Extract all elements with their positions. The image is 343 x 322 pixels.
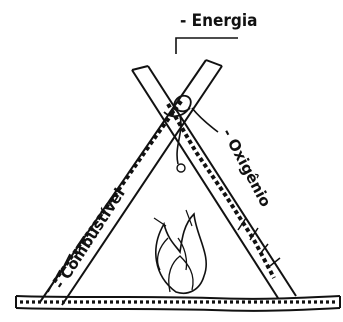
energy-bracket	[176, 38, 238, 54]
oxygen-label: - Oxigênio	[218, 125, 274, 209]
base-beam	[16, 296, 340, 311]
energy-label: - Energia	[180, 11, 257, 31]
flame-icon	[154, 210, 206, 293]
fuel-label: - Combustível	[50, 185, 128, 292]
